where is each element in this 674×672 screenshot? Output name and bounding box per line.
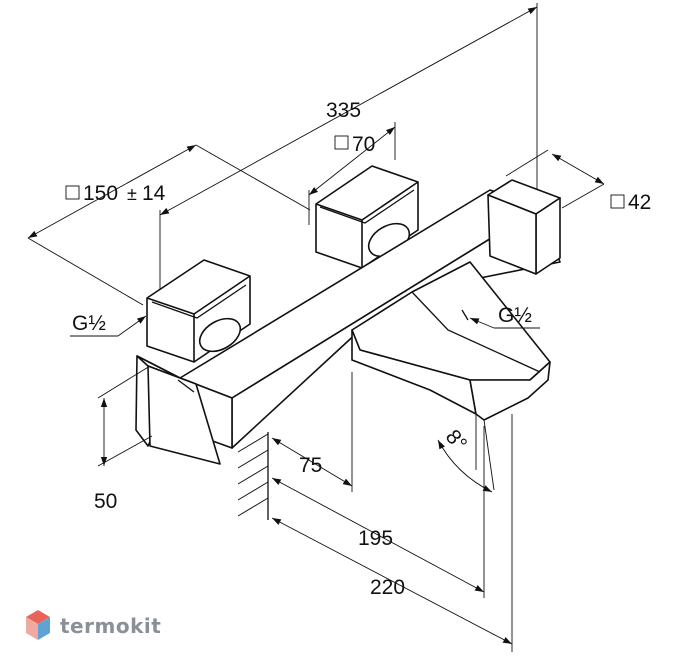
spout-angle: 8° bbox=[437, 414, 495, 493]
dimension-150: 150 ± 14 bbox=[27, 144, 311, 306]
spout bbox=[351, 261, 551, 421]
spout-angle-label: 8° bbox=[441, 425, 472, 455]
dimension-70: 70 bbox=[308, 122, 396, 225]
left-inlet-escutcheon bbox=[146, 259, 251, 363]
dim-150-label: 150 bbox=[83, 182, 118, 205]
dim-150-tolerance-value: 14 bbox=[142, 182, 166, 205]
square-symbol-icon bbox=[334, 135, 349, 150]
dim-42-label: 42 bbox=[628, 191, 651, 214]
dimension-220: 220 bbox=[271, 414, 513, 652]
dimension-50: 50 bbox=[94, 365, 153, 513]
thread-right: G½ bbox=[469, 304, 540, 329]
square-symbol-icon-2 bbox=[610, 194, 625, 209]
termokit-logo: termokit bbox=[26, 610, 161, 640]
dim-75-label: 75 bbox=[299, 454, 322, 477]
wall-section bbox=[237, 432, 269, 520]
left-handle bbox=[135, 355, 221, 465]
right-inlet-escutcheon bbox=[315, 165, 419, 269]
dim-150-tolerance-sign: ± bbox=[127, 184, 137, 204]
thread-right-label: G½ bbox=[498, 304, 532, 327]
dimension-42: 42 bbox=[505, 149, 651, 214]
dim-335-label: 335 bbox=[326, 99, 361, 122]
right-handle bbox=[487, 179, 561, 275]
dim-70-label: 70 bbox=[352, 133, 375, 156]
dim-50-label: 50 bbox=[94, 490, 117, 513]
thread-left: G½ bbox=[70, 312, 147, 337]
brand-name: termokit bbox=[60, 614, 161, 638]
thread-left-label: G½ bbox=[72, 312, 106, 335]
square-symbol-icon-3 bbox=[65, 185, 80, 200]
cube-icon bbox=[26, 610, 50, 640]
dim-195-label: 195 bbox=[358, 527, 393, 550]
dim-220-label: 220 bbox=[370, 576, 405, 599]
